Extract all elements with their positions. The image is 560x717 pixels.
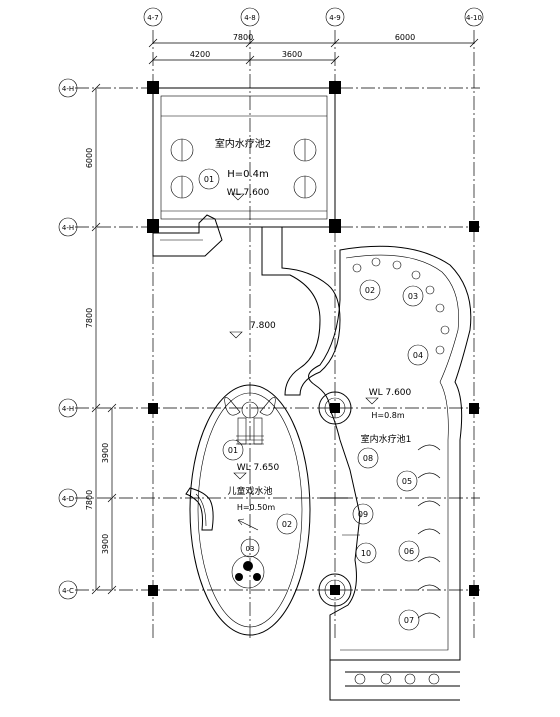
axis-bubble: 4-H [58, 78, 78, 98]
svg-text:10: 10 [361, 549, 371, 558]
dimensions-top: 7800 6000 4200 3600 [148, 33, 479, 65]
pool2-depth: H=0.4m [227, 169, 269, 180]
svg-text:4-H: 4-H [62, 85, 74, 93]
spa-pool-1: 02 03 04 05 06 07 08 09 10 WL 7.600 H=0.… [308, 245, 472, 701]
pool2-level: WL 7.600 [227, 188, 270, 198]
axis-bubble: 4-9 [325, 7, 345, 27]
svg-text:4-H: 4-H [62, 405, 74, 413]
svg-text:4-H: 4-H [62, 224, 74, 232]
svg-text:02: 02 [365, 286, 375, 295]
pool2-name: 室内水疗池2 [215, 137, 271, 150]
dim-left-seg1: 6000 [85, 148, 94, 168]
kids-level: WL 7.650 [237, 463, 280, 473]
spa-pool-2: 室内水疗池2 H=0.4m WL 7.600 01 [152, 87, 336, 257]
svg-text:07: 07 [404, 616, 414, 625]
grid-lines [75, 30, 480, 640]
dim-top-seg2: 3600 [282, 50, 302, 59]
pool1-depth: H=0.8m [371, 411, 404, 420]
svg-text:05: 05 [402, 477, 412, 486]
svg-text:4-D: 4-D [62, 495, 74, 503]
dim-left-seg4: 3900 [101, 534, 110, 554]
svg-text:4-8: 4-8 [244, 14, 255, 22]
tag-05: 05 [396, 470, 418, 492]
axis-bubble: 4-C [58, 580, 78, 600]
svg-text:4-7: 4-7 [147, 14, 158, 22]
pool2-tag: 01 [204, 175, 214, 184]
kids-name: 儿童戏水池 [227, 485, 272, 497]
dim-top-right: 6000 [395, 33, 415, 42]
bench-seats-icon [417, 444, 441, 619]
svg-text:4-C: 4-C [62, 587, 74, 595]
tag-08: 08 [357, 447, 379, 469]
floor-level: 7.800 [250, 321, 276, 331]
svg-text:4-9: 4-9 [329, 14, 340, 22]
kids-depth: H=0.50m [237, 503, 276, 512]
kids-tag-03: 03 [240, 538, 260, 558]
jet-fixtures-icon [352, 257, 450, 355]
svg-text:04: 04 [413, 351, 423, 360]
svg-text:06: 06 [404, 547, 414, 556]
dim-left-total: 7800 [85, 490, 94, 510]
dim-left-seg2: 7800 [85, 308, 94, 328]
axis-bubble: 4-10 [464, 7, 484, 27]
tag-03: 03 [402, 285, 424, 307]
jet-seat-icon [170, 138, 194, 199]
round-planters [318, 391, 352, 607]
walkway [261, 227, 341, 396]
svg-text:08: 08 [363, 454, 373, 463]
tag-06: 06 [398, 540, 420, 562]
kids-tag-02: 02 [276, 513, 298, 535]
axis-bubble: 4-7 [143, 7, 163, 27]
axis-bubble: 4-D [58, 488, 78, 508]
dimensions-left: 6000 7800 3900 3900 7800 [85, 83, 117, 595]
axis-bubble: 4-8 [240, 7, 260, 27]
svg-text:01: 01 [228, 446, 238, 455]
tag-07: 07 [398, 609, 420, 631]
pool1-level: WL 7.600 [369, 388, 412, 398]
svg-text:03: 03 [408, 292, 418, 301]
dim-top-seg1: 4200 [190, 50, 210, 59]
svg-text:03: 03 [246, 545, 255, 553]
step-lights-icon [354, 673, 440, 685]
jet-seat-icon [293, 138, 317, 199]
ball-icon [231, 555, 265, 589]
tag-02: 02 [359, 279, 381, 301]
axis-bubble: 4-H [58, 398, 78, 418]
svg-text:09: 09 [358, 510, 368, 519]
tag-09: 09 [352, 503, 374, 525]
axis-bubbles-top: 4-7 4-8 4-9 4-10 [143, 7, 484, 27]
kids-pool: 01 WL 7.650 儿童戏水池 H=0.50m 02 03 [185, 384, 311, 636]
kids-tag-01: 01 [222, 439, 244, 461]
svg-text:02: 02 [282, 520, 292, 529]
dim-top-total: 7800 [233, 33, 253, 42]
axis-bubble: 4-H [58, 217, 78, 237]
tag-10: 10 [355, 542, 377, 564]
dim-left-seg3: 3900 [101, 443, 110, 463]
axis-bubbles-left: 4-H 4-H 4-H 4-D 4-C [58, 78, 78, 600]
columns [147, 81, 479, 596]
pool1-name: 室内水疗池1 [361, 433, 412, 445]
svg-text:4-10: 4-10 [466, 14, 482, 22]
tag-04: 04 [407, 344, 429, 366]
